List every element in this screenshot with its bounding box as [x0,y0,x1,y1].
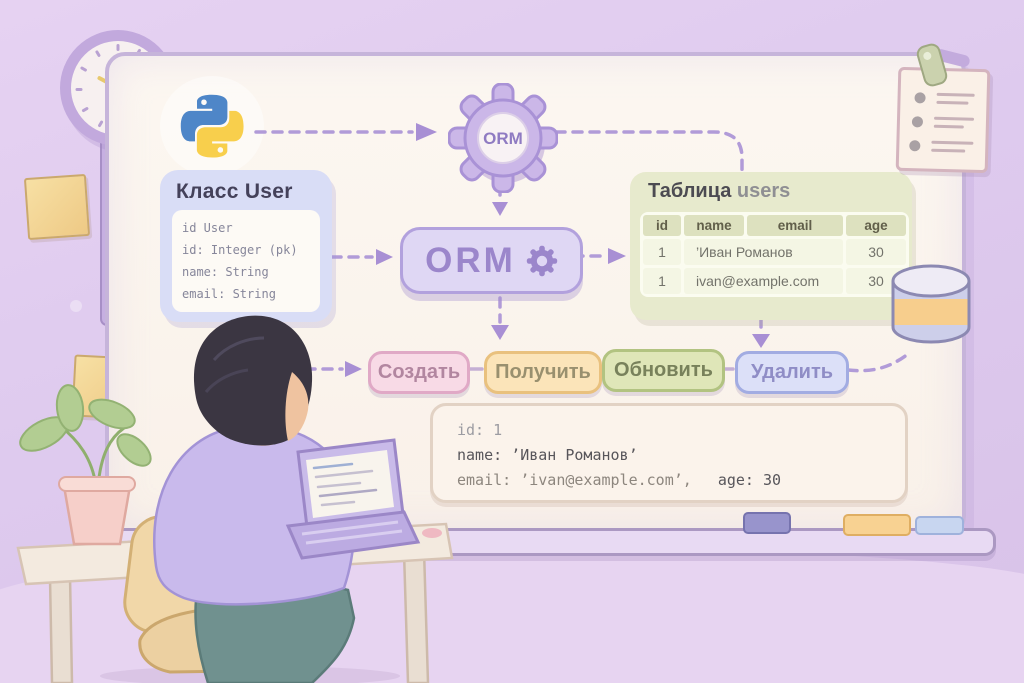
user-class-title: Класс User [176,180,293,203]
record-line-id: id: 1 [457,421,503,439]
eraser-blue [915,516,964,535]
record-box: id: 1 name: ’Иван Романов’ email: ’ivan@… [430,403,908,503]
floor [0,546,1024,683]
delete-button[interactable]: Удалить [735,351,849,394]
orm-button-label: ORM [425,240,516,280]
col-age: age [846,215,906,236]
record-email: email: ’ivan@example.com’, [457,471,692,489]
record-line-email-age: email: ’ivan@example.com’, age: 30 [457,468,905,493]
table-header-row: id name email age [643,215,906,236]
marker-yellow [843,514,911,536]
users-table-panel: Таблица users id name email age 1 ’Иван … [630,172,912,320]
users-table: id name email age 1 ’Иван Романов 30 1 i… [640,212,909,297]
python-logo-icon [160,76,264,176]
table-row: 1 ivan@example.com 30 [643,268,906,294]
update-button[interactable]: Обновить [602,349,725,392]
col-id: id [643,215,681,236]
cell-email: ivan@example.com [684,268,843,294]
wall-sparkle [70,300,82,312]
table-row: 1 ’Иван Романов 30 [643,239,906,265]
marker-purple [743,512,791,534]
cell-id: 1 [643,268,681,294]
record-age: age: 30 [717,471,782,489]
code-line: id: Integer (pk) [182,243,298,257]
cell-name: ’Иван Романов [684,239,843,265]
code-line: id User [182,221,233,235]
database-icon [891,264,971,344]
user-class-code: id User id: Integer (pk) name: String em… [172,210,320,312]
user-class-panel: Класс User id User id: Integer (pk) name… [160,170,332,322]
read-button[interactable]: Получить [484,351,602,394]
cell-age: 30 [846,239,906,265]
orm-button-gear-icon [526,245,558,276]
orm-gear-icon: ORM [448,83,558,193]
col-name: name [684,215,744,236]
orm-button[interactable]: ORM [400,227,583,294]
sticky-note [23,173,91,241]
cell-id: 1 [643,239,681,265]
users-table-title-accent: users [736,180,791,202]
code-line: name: String [182,265,269,279]
code-line: email: String [182,287,276,301]
users-table-title: Таблица users [648,180,791,202]
col-email: email [747,215,843,236]
create-button[interactable]: Создать [368,351,470,394]
orm-gear-label: ORM [483,129,523,148]
record-line-name: name: ’Иван Романов’ [457,446,638,464]
